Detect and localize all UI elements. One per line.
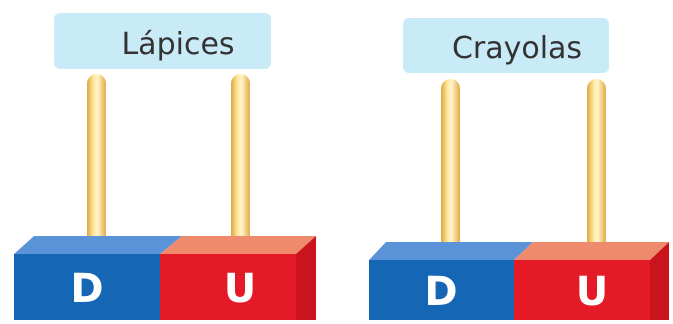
- tens-block-top: [369, 242, 533, 260]
- tens-rod: [441, 79, 460, 257]
- units-label: U: [576, 269, 608, 315]
- tens-block: [369, 260, 514, 320]
- tens-rod: [87, 74, 106, 250]
- units-block: [514, 260, 650, 320]
- tens-label: D: [70, 266, 103, 312]
- units-block-top: [160, 236, 316, 254]
- units-block: [160, 254, 296, 320]
- abacus-title-box: [403, 18, 609, 73]
- units-rod: [587, 79, 606, 257]
- abacus-title: Crayolas: [452, 31, 582, 66]
- units-block-side: [650, 242, 669, 320]
- units-block-side: [296, 236, 316, 320]
- units-block-top: [514, 242, 669, 260]
- tens-block-top: [14, 236, 182, 254]
- abacus-title-box: [54, 13, 271, 69]
- tens-block: [14, 254, 160, 320]
- abacus-crayolas: Crayolas D U: [369, 18, 669, 320]
- units-label: U: [224, 266, 256, 312]
- abacus-lapices: Lápices D U: [14, 13, 316, 320]
- tens-label: D: [424, 269, 457, 315]
- units-rod: [231, 74, 250, 250]
- abacus-title: Lápices: [121, 27, 234, 62]
